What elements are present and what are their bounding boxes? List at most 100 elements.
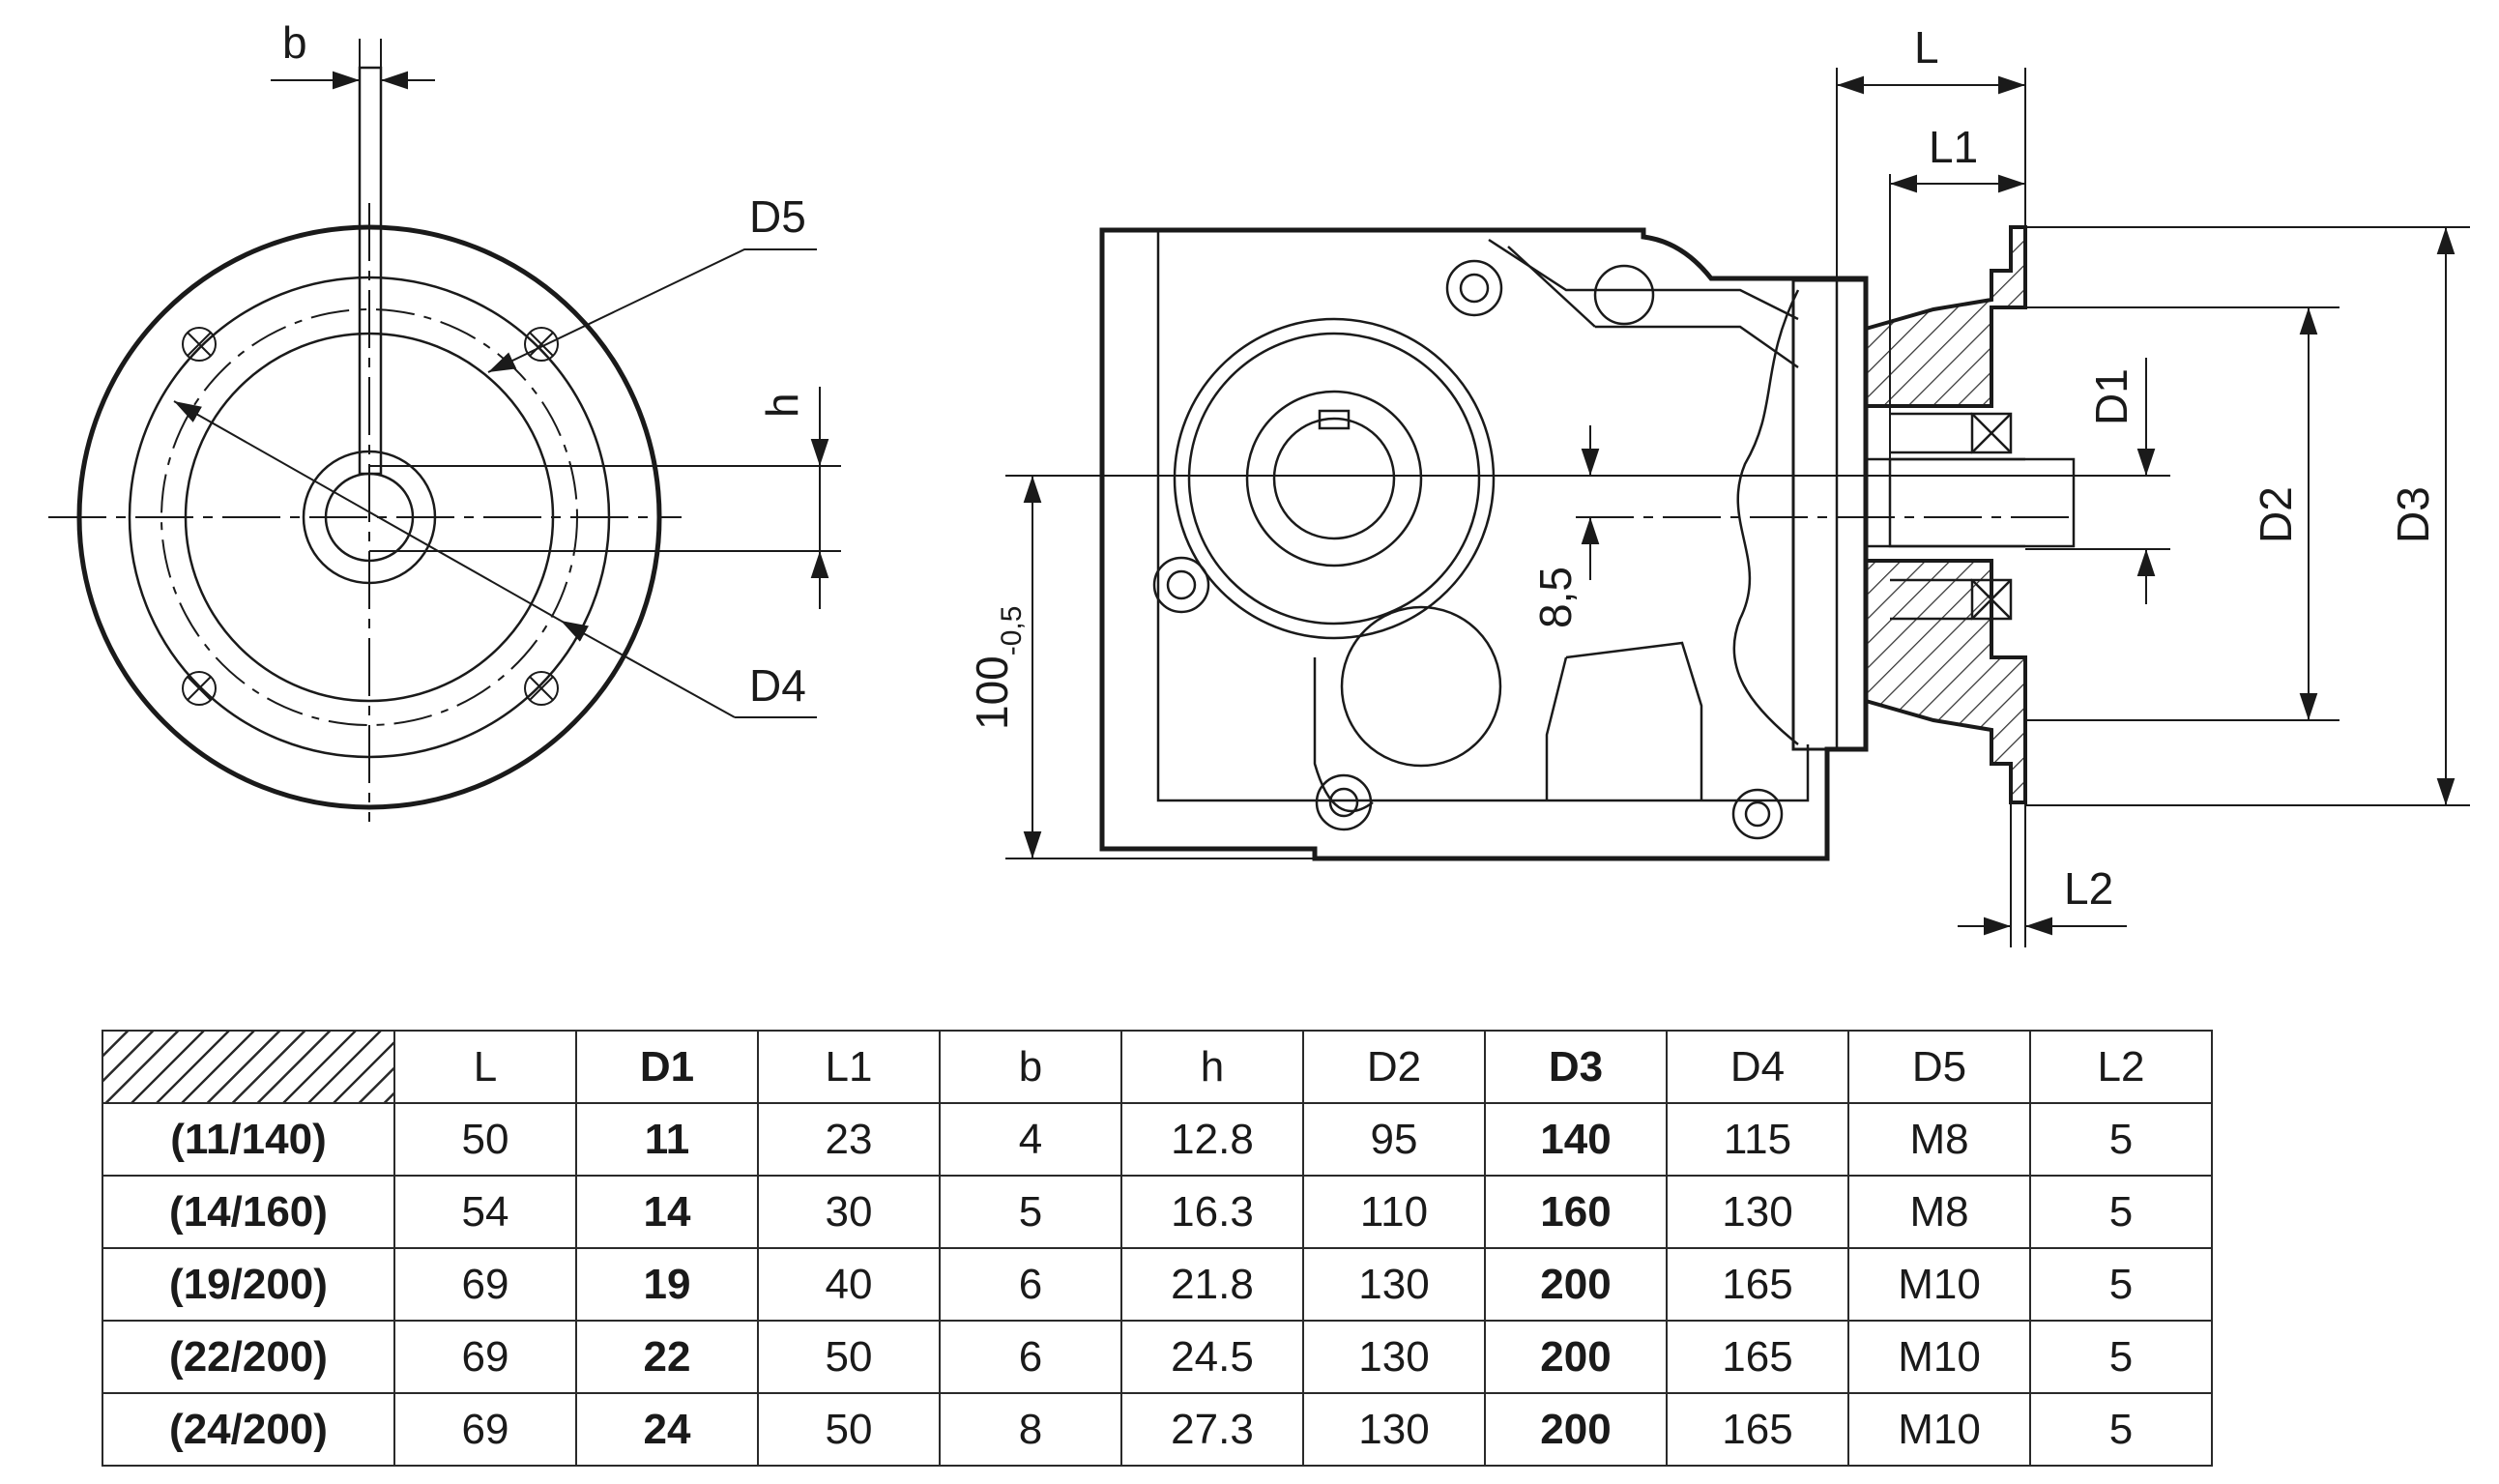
cell-l2: 5: [2029, 1320, 2213, 1394]
cell-d4: 165: [1666, 1320, 1849, 1394]
cell-d3: 160: [1484, 1175, 1668, 1249]
label-d5: D5: [749, 191, 806, 242]
cell-d2: 130: [1302, 1392, 1486, 1467]
header-d2: D2: [1302, 1030, 1486, 1104]
cell-l: 69: [393, 1247, 577, 1322]
bolt-holes: [182, 327, 559, 706]
cell-d4: 130: [1666, 1175, 1849, 1249]
cell-d5: M8: [1847, 1175, 2031, 1249]
dimension-table: L D1 L1 b h D2 D3 D4 D5 L2 (11/140) 50 1…: [102, 1030, 2213, 1467]
cell-d1: 11: [575, 1102, 759, 1177]
d4-diameter-line: [173, 400, 562, 622]
cell-d5: M10: [1847, 1392, 2031, 1467]
row-label: (11/140): [102, 1102, 395, 1177]
table-row: (11/140) 50 11 23 4 12.8 95 140 115 M8 5: [102, 1102, 2213, 1177]
cell-d4: 165: [1666, 1392, 1849, 1467]
header-d3: D3: [1484, 1030, 1668, 1104]
cell-d2: 130: [1302, 1247, 1486, 1322]
label-height-tolerance: -0,5: [996, 606, 1028, 656]
cell-b: 8: [939, 1392, 1122, 1467]
header-d5: D5: [1847, 1030, 2031, 1104]
row-label: (22/200): [102, 1320, 395, 1394]
cell-l: 69: [393, 1320, 577, 1394]
housing-outline: [1099, 227, 1869, 861]
cell-d3: 200: [1484, 1320, 1668, 1394]
label-l2: L2: [2064, 863, 2113, 914]
header-d4: D4: [1666, 1030, 1849, 1104]
cell-l: 50: [393, 1102, 577, 1177]
front-view-flange: [48, 39, 841, 822]
cell-b: 6: [939, 1320, 1122, 1394]
keyway-slot: [358, 66, 383, 476]
label-h: h: [757, 393, 807, 418]
cell-h: 16.3: [1120, 1175, 1304, 1249]
d5-leader: [487, 248, 817, 373]
cell-d3: 200: [1484, 1392, 1668, 1467]
label-l1: L1: [1929, 122, 1978, 172]
header-l2: L2: [2029, 1030, 2213, 1104]
cell-d5: M8: [1847, 1102, 2031, 1177]
label-height-base: 100: [967, 655, 1017, 730]
cell-d2: 130: [1302, 1320, 1486, 1394]
cell-l: 54: [393, 1175, 577, 1249]
label-d1: D1: [2086, 368, 2136, 425]
table-header-row: L D1 L1 b h D2 D3 D4 D5 L2: [102, 1030, 2213, 1104]
row-label: (19/200): [102, 1247, 395, 1322]
cell-h: 12.8: [1120, 1102, 1304, 1177]
cell-l2: 5: [2029, 1392, 2213, 1467]
cell-l2: 5: [2029, 1102, 2213, 1177]
output-bore: [1272, 417, 1396, 540]
cell-d2: 110: [1302, 1175, 1486, 1249]
side-view-gearbox: [1005, 68, 2470, 947]
cell-b: 6: [939, 1247, 1122, 1322]
adapter-flange-hatched-bottom: [1864, 559, 2027, 804]
cell-h: 21.8: [1120, 1247, 1304, 1322]
cell-l2: 5: [2029, 1175, 2213, 1249]
cell-l: 69: [393, 1392, 577, 1467]
row-label: (24/200): [102, 1392, 395, 1467]
table-row: (22/200) 69 22 50 6 24.5 130 200 165 M10…: [102, 1320, 2213, 1394]
cell-l1: 40: [757, 1247, 941, 1322]
row-label: (14/160): [102, 1175, 395, 1249]
cell-l2: 5: [2029, 1247, 2213, 1322]
cell-l1: 23: [757, 1102, 941, 1177]
cell-d3: 140: [1484, 1102, 1668, 1177]
cell-d4: 165: [1666, 1247, 1849, 1322]
label-d3: D3: [2388, 486, 2438, 543]
label-l: L: [1914, 22, 1939, 73]
cell-d2: 95: [1302, 1102, 1486, 1177]
mount-plate: [1791, 278, 1868, 751]
cell-d4: 115: [1666, 1102, 1849, 1177]
cell-d1: 22: [575, 1320, 759, 1394]
cell-l1: 50: [757, 1320, 941, 1394]
label-b: b: [282, 17, 307, 68]
table-row: (14/160) 54 14 30 5 16.3 110 160 130 M8 …: [102, 1175, 2213, 1249]
cell-b: 5: [939, 1175, 1122, 1249]
cell-h: 24.5: [1120, 1320, 1304, 1394]
header-b: b: [939, 1030, 1122, 1104]
table-corner-hatched: [102, 1030, 395, 1104]
cell-d3: 200: [1484, 1247, 1668, 1322]
header-l: L: [393, 1030, 577, 1104]
label-d2: D2: [2251, 486, 2301, 543]
housing-break-line: [1732, 289, 1800, 745]
cell-d1: 14: [575, 1175, 759, 1249]
cell-d1: 24: [575, 1392, 759, 1467]
cell-l1: 30: [757, 1175, 941, 1249]
housing-inner-wall: [1156, 230, 1810, 802]
cell-b: 4: [939, 1102, 1122, 1177]
header-d1: D1: [575, 1030, 759, 1104]
header-l1: L1: [757, 1030, 941, 1104]
cell-h: 27.3: [1120, 1392, 1304, 1467]
output-gear-circle: [1173, 317, 1496, 640]
table-row: (19/200) 69 19 40 6 21.8 130 200 165 M10…: [102, 1247, 2213, 1322]
cell-d5: M10: [1847, 1320, 2031, 1394]
cell-l1: 50: [757, 1392, 941, 1467]
housing-screws: [1152, 259, 1784, 840]
input-shaft: [1888, 457, 2076, 548]
bearings: [1890, 412, 2013, 621]
table-row: (24/200) 69 24 50 8 27.3 130 200 165 M10…: [102, 1392, 2213, 1467]
cell-d1: 19: [575, 1247, 759, 1322]
label-d4: D4: [749, 660, 806, 711]
adapter-flange-hatched-top: [1864, 225, 2027, 408]
